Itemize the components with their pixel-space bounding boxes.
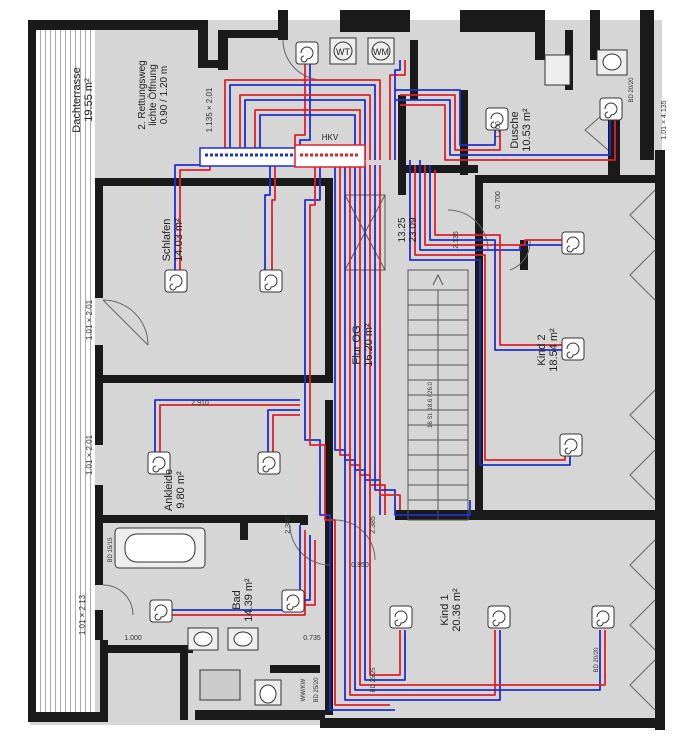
coil-bad-2: [281, 589, 305, 613]
dim-shower-2: 0.700: [495, 191, 502, 209]
manifold-label: HKV: [322, 133, 339, 142]
coil-kind1-1: [389, 605, 413, 629]
cabinet: [199, 669, 241, 701]
coil-kind2-3: [559, 433, 583, 457]
kid1-name: Kind 1: [439, 594, 451, 625]
coil-dusche-3: [599, 97, 623, 121]
dimension-labels: 1.01 × 2.01 1.01 × 2.01 1.01 × 2.13 1.13…: [78, 77, 668, 703]
dim-bath-basin: 0.735: [303, 635, 321, 642]
stair-tread: 23.09: [408, 217, 419, 242]
dim-door-3: 1.01 × 2.13: [78, 594, 87, 635]
escape-line2: lichte Öffnung: [147, 64, 159, 126]
dim-door-1: 1.01 × 2.01: [85, 299, 94, 340]
dim-ankleide-width: 2.910: [191, 400, 209, 407]
coil-schlafen-1: [164, 269, 188, 293]
stair: [407, 269, 469, 521]
coil-ankleide-1: [147, 451, 171, 475]
dim-shower-1: 1.200: [495, 121, 502, 139]
terrace-hatch: [35, 30, 95, 715]
appliances: WT WM: [329, 37, 395, 65]
sleep-area: 14.03 m²: [173, 218, 185, 262]
dress-name: Ankleide: [163, 469, 175, 511]
dim-door-2: 1.01 × 2.01: [85, 434, 94, 475]
dim-window-right: 1.01 × 4.135: [661, 100, 668, 139]
kid1-area: 20.36 m²: [451, 588, 463, 632]
heating-coils: [147, 41, 623, 629]
walls: [28, 10, 665, 730]
dim-kind1-2: 0.950: [351, 562, 369, 569]
dim-window-escape: 1.135 × 2.01: [205, 87, 214, 132]
dim-bd-shower: BD 20/20: [629, 77, 635, 103]
coil-dusche-1: [295, 41, 319, 65]
sleep-name: Schlafen: [161, 219, 173, 262]
bath-area: 14.39 m²: [243, 578, 255, 622]
dim-bd-kind1-2: BD 20/20: [594, 647, 600, 673]
dress-area: 9.80 m²: [175, 471, 187, 509]
escape-line3: 0.90 / 1.20 m: [159, 66, 170, 124]
hall-name: Flur OG: [351, 325, 363, 364]
coil-bad-1: [149, 599, 173, 623]
stair-steps: 16 St. 18.6 / 26.0: [428, 381, 434, 427]
shower-name: Dusche: [509, 111, 521, 148]
dim-bath-1: 2.385: [285, 516, 292, 534]
washer-label: WM: [373, 47, 389, 57]
tumbler-label: WT: [336, 47, 350, 57]
kid2-name: Kind 2: [536, 334, 548, 365]
dim-hall: 2.135: [453, 231, 460, 249]
dim-kind1-1: 2.385: [370, 516, 377, 534]
stair-riser: 13.25: [397, 217, 408, 242]
coil-dusche-2: [485, 107, 509, 131]
escape-line1: 2. Rettungsweg: [137, 60, 148, 130]
shower-area: 10.53 m²: [521, 108, 533, 152]
bath-name: Bad: [231, 590, 243, 610]
coil-schlafen-2: [259, 269, 283, 293]
manifold: HKV: [199, 133, 366, 168]
shower-tray: [544, 54, 571, 86]
dim-bath-door: 1.000: [124, 635, 142, 642]
coil-kind2-2: [561, 337, 585, 361]
dim-bd-kind1: BD 25/25: [371, 667, 377, 693]
terrace-area-label: 19.55 m²: [83, 78, 95, 122]
hall-area: 16.20 m²: [363, 323, 375, 367]
dim-bd-bath-tub: BD 15/15: [108, 537, 114, 563]
dim-bd-bath: BD 25/20: [314, 677, 320, 703]
kid2-area: 18.54 m²: [548, 328, 560, 372]
coil-kind1-3: [591, 605, 615, 629]
dim-ww-kw: WW/KW: [301, 678, 307, 701]
sanitary: [114, 49, 628, 706]
terrace-name: Dachterrasse: [71, 67, 83, 132]
coil-ankleide-2: [257, 451, 281, 475]
coil-kind1-2: [487, 605, 511, 629]
coil-kind2-1: [561, 231, 585, 255]
room-labels: Dachterrasse 19.55 m² 2. Rettungsweg lic…: [71, 60, 560, 631]
